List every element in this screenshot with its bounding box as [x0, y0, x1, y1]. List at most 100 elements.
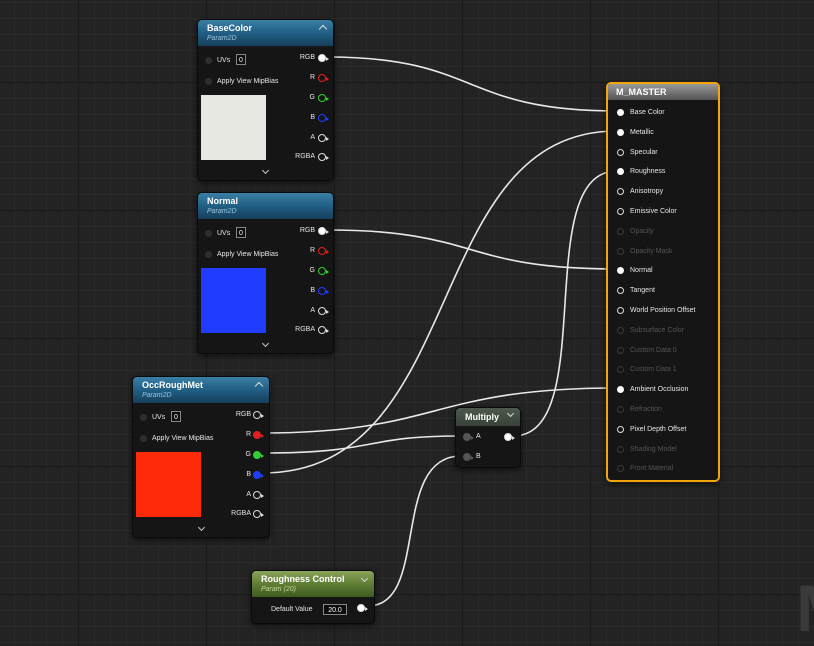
material-input-label: Opacity Mask — [630, 247, 673, 255]
wire-normal-rgb-to-normal[interactable] — [326, 229, 618, 270]
r-output-pin[interactable] — [318, 74, 329, 82]
wire-r-to-ambient-occlusion[interactable] — [261, 387, 618, 434]
node-header[interactable]: OccRoughMet Param2D — [133, 377, 269, 403]
material-input-pin[interactable] — [617, 109, 624, 116]
multiply-b-input-pin[interactable] — [463, 453, 474, 461]
g-output-pin[interactable] — [318, 94, 329, 102]
uvs-input-pin[interactable] — [205, 230, 212, 237]
mip-bias-input-pin[interactable] — [140, 435, 147, 442]
normal-texture-node[interactable]: Normal Param2D UVs 0 Apply View MipBias … — [197, 192, 334, 354]
wire-g-to-multiply-a[interactable] — [261, 435, 462, 454]
material-input-pin[interactable] — [617, 148, 624, 156]
mip-bias-input-pin[interactable] — [205, 78, 212, 85]
material-input-pin[interactable] — [617, 208, 624, 215]
uvs-input-pin[interactable] — [140, 414, 147, 421]
material-input-pin[interactable] — [617, 128, 624, 136]
material-input-label: Subsurface Color — [630, 326, 685, 334]
node-title: Roughness Control — [261, 574, 345, 584]
material-input-pin[interactable] — [617, 366, 624, 374]
r-output-pin[interactable] — [253, 431, 264, 439]
multiply-a-label: A — [476, 433, 481, 440]
wire-multiply-to-roughness[interactable] — [512, 170, 618, 437]
material-input-pin[interactable] — [617, 326, 624, 334]
a-output-pin[interactable] — [318, 307, 329, 315]
node-subtitle: Param2D — [207, 35, 237, 42]
material-watermark: M — [796, 570, 814, 646]
material-input-pin[interactable] — [617, 465, 624, 473]
uvs-value-field[interactable]: 0 — [171, 411, 181, 422]
rgba-output-pin[interactable] — [318, 326, 329, 334]
material-input-pin[interactable] — [617, 227, 624, 235]
occroughmet-texture-node[interactable]: OccRoughMet Param2D UVs 0 Apply View Mip… — [132, 376, 270, 538]
node-title: M_MASTER — [616, 87, 667, 97]
basecolor-texture-node[interactable]: BaseColor Param2D UVs 0 Apply View MipBi… — [197, 19, 334, 181]
rgb-output-pin[interactable] — [318, 227, 329, 235]
wire-basecolor-rgb-to-base-color[interactable] — [326, 56, 618, 112]
roughness-control-node[interactable]: Roughness Control Param (20) Default Val… — [251, 570, 375, 624]
material-input-pin[interactable] — [617, 267, 624, 275]
r-pin-label: R — [309, 247, 315, 254]
material-input-label: Refraction — [630, 406, 662, 413]
a-output-pin[interactable] — [318, 134, 329, 142]
expand-chevron-icon[interactable] — [197, 523, 206, 532]
uvs-input-pin[interactable] — [205, 57, 212, 64]
a-output-pin[interactable] — [253, 491, 264, 499]
g-pin-label: G — [245, 451, 251, 458]
node-header[interactable]: BaseColor Param2D — [198, 20, 333, 46]
uvs-label: UVs — [217, 230, 231, 237]
material-input-label: Pixel Depth Offset — [630, 425, 687, 433]
node-header[interactable]: Roughness Control Param (20) — [252, 571, 374, 597]
node-title: Normal — [207, 196, 239, 206]
material-input-pin[interactable] — [617, 346, 624, 354]
collapse-chevron-icon[interactable] — [318, 24, 328, 34]
rgb-output-pin[interactable] — [318, 54, 329, 62]
scalar-output-pin[interactable] — [357, 604, 368, 612]
material-input-pin[interactable] — [617, 307, 624, 314]
g-pin-label: G — [309, 267, 315, 274]
rgba-output-pin[interactable] — [253, 510, 264, 518]
texture-preview-swatch — [136, 452, 201, 517]
collapse-chevron-icon[interactable] — [360, 574, 369, 583]
a-pin-label: A — [246, 491, 251, 498]
material-input-label: Front Material — [630, 465, 674, 473]
node-title: Multiply — [465, 412, 499, 422]
material-input-pin[interactable] — [617, 425, 624, 433]
material-input-pin[interactable] — [617, 406, 624, 413]
b-output-pin[interactable] — [318, 114, 329, 122]
multiply-output-pin[interactable] — [504, 433, 515, 441]
node-header[interactable]: Multiply — [456, 408, 520, 426]
collapse-chevron-icon[interactable] — [506, 409, 515, 418]
material-input-pin[interactable] — [617, 168, 624, 176]
mip-bias-input-pin[interactable] — [205, 251, 212, 258]
g-pin-label: G — [309, 94, 315, 101]
collapse-chevron-icon[interactable] — [254, 381, 264, 391]
default-value-field[interactable]: 20.0 — [323, 604, 347, 615]
b-output-pin[interactable] — [318, 287, 329, 295]
r-pin-label: R — [245, 431, 251, 438]
node-header[interactable]: Normal Param2D — [198, 193, 333, 219]
multiply-a-input-pin[interactable] — [463, 433, 474, 441]
material-input-pin[interactable] — [617, 247, 624, 255]
uvs-value-field[interactable]: 0 — [236, 54, 246, 65]
uvs-value-field[interactable]: 0 — [236, 227, 246, 238]
r-output-pin[interactable] — [318, 247, 329, 255]
rgba-output-pin[interactable] — [318, 153, 329, 161]
expand-chevron-icon[interactable] — [261, 166, 270, 175]
expand-chevron-icon[interactable] — [261, 339, 270, 348]
wire-roughness-control-to-multiply-b[interactable] — [367, 455, 462, 607]
multiply-node[interactable]: Multiply A B — [455, 407, 521, 468]
material-input-label: Emissive Color — [630, 208, 677, 215]
b-output-pin[interactable] — [253, 471, 264, 479]
g-output-pin[interactable] — [318, 267, 329, 275]
rgb-pin-label: RGB — [299, 54, 315, 61]
node-header[interactable]: M_MASTER — [608, 84, 718, 100]
material-input-pin[interactable] — [617, 287, 624, 295]
material-input-pin[interactable] — [617, 445, 624, 453]
node-subtitle: Param (20) — [261, 586, 297, 593]
material-input-pin[interactable] — [617, 188, 624, 196]
material-input-pin[interactable] — [617, 386, 624, 394]
rgb-output-pin[interactable] — [253, 411, 264, 419]
rgba-pin-label: RGBA — [231, 510, 251, 517]
g-output-pin[interactable] — [253, 451, 264, 459]
